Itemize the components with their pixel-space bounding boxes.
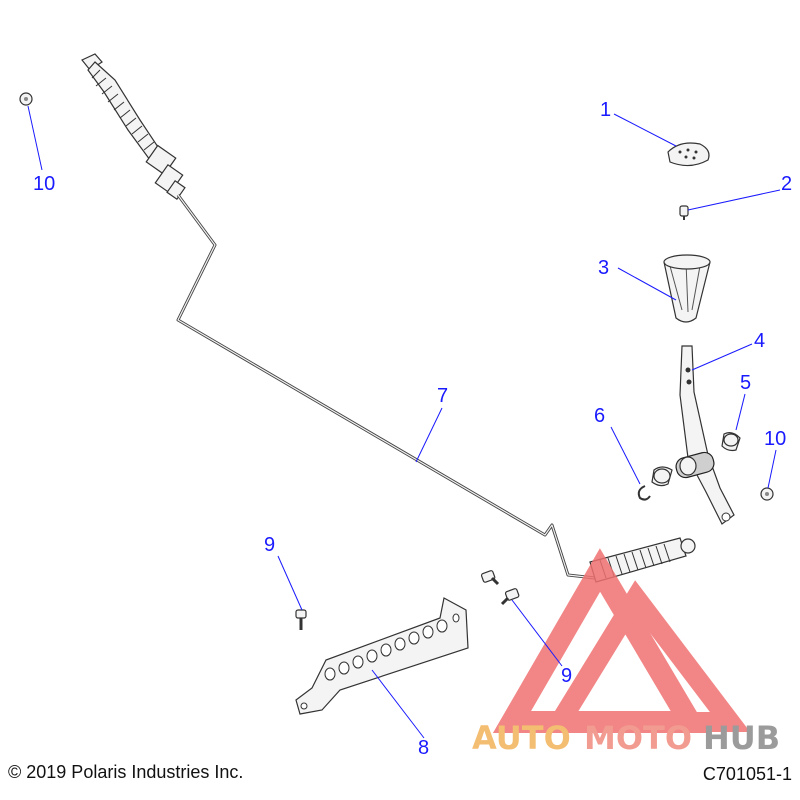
watermark-moto: MOTO — [584, 719, 692, 757]
callouts: 1 2 3 4 5 6 7 8 9 9 10 10 — [33, 99, 792, 759]
nut-right — [760, 487, 774, 501]
watermark-hub: HUB — [703, 719, 780, 757]
cable-boot — [81, 53, 186, 201]
lever-bushing-left — [651, 466, 673, 487]
bolt-left — [295, 609, 307, 630]
e-clip — [637, 485, 651, 501]
callout-9-left: 9 — [264, 534, 275, 556]
watermark-auto: AUTO — [472, 719, 571, 757]
mounting-bracket — [295, 597, 469, 715]
callout-7: 7 — [437, 385, 448, 407]
callout-5: 5 — [740, 372, 751, 394]
leader-lines — [27, 105, 781, 739]
shift-knob — [663, 254, 711, 323]
cap-screw — [679, 205, 689, 220]
drawing-id: C701051-1 — [702, 764, 792, 784]
bolt-middle-a — [480, 570, 500, 586]
bolt-middle-b — [500, 588, 520, 606]
callout-6: 6 — [594, 405, 605, 427]
callout-10-left: 10 — [33, 173, 55, 195]
cable-threaded-end — [589, 537, 696, 583]
shift-cable — [81, 53, 696, 583]
callout-2: 2 — [781, 173, 792, 195]
lever-bushing-right — [721, 432, 741, 452]
callout-10-right: 10 — [764, 428, 786, 450]
callout-1: 1 — [600, 99, 611, 121]
nut-top-left — [19, 92, 33, 106]
shift-knob-cap — [667, 142, 710, 167]
shift-lever — [675, 345, 735, 525]
callout-8: 8 — [418, 737, 429, 759]
watermark-logo: AUTO MOTO HUB — [472, 548, 780, 757]
callout-3: 3 — [598, 257, 609, 279]
callout-9-right: 9 — [561, 665, 572, 687]
copyright-notice: © 2019 Polaris Industries Inc. — [8, 762, 244, 782]
callout-4: 4 — [754, 330, 765, 352]
